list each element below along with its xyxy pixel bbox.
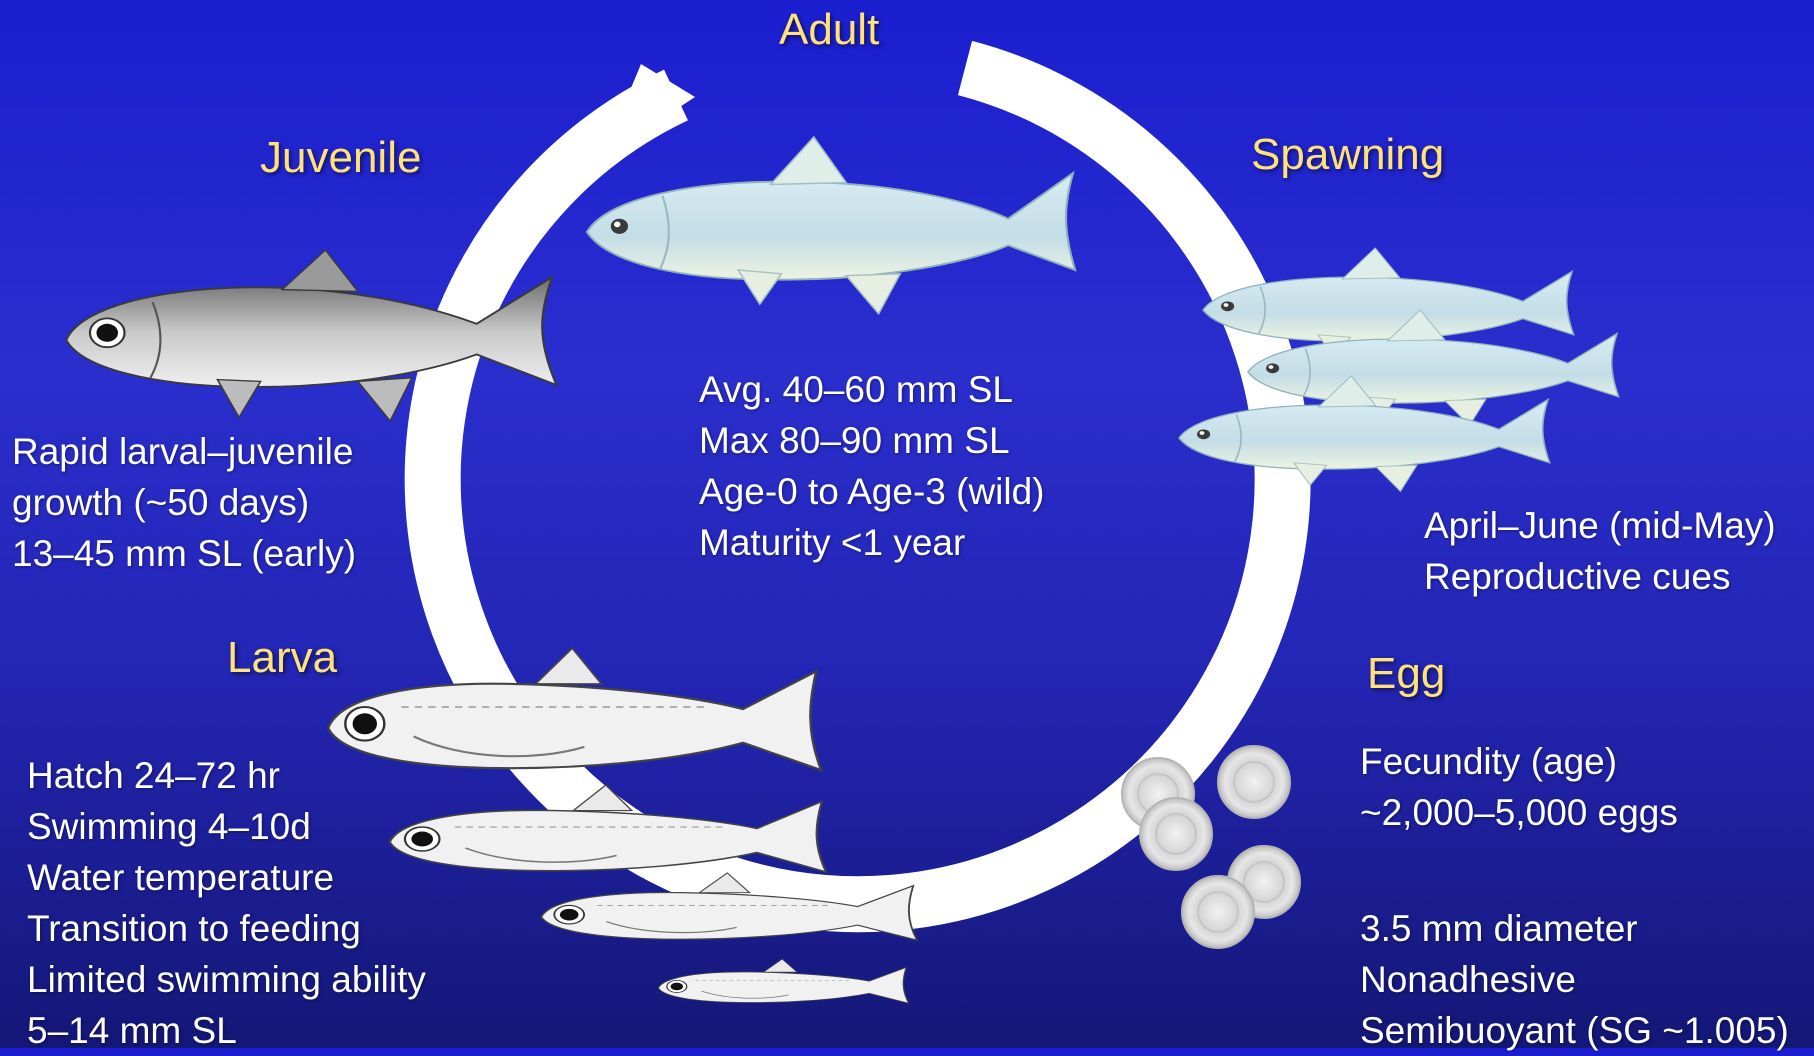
spawning-info-line: Reproductive cues bbox=[1424, 551, 1776, 602]
larva-info-line: Transition to feeding bbox=[27, 903, 426, 954]
egg-info-line: Fecundity (age) bbox=[1360, 736, 1789, 787]
adult-info: Avg. 40–60 mm SL Max 80–90 mm SL Age-0 t… bbox=[699, 364, 1045, 568]
adult-fish-icon bbox=[587, 137, 1075, 314]
larva-info-line: 5–14 mm SL bbox=[27, 1005, 426, 1056]
egg-info-line: ~2,000–5,000 eggs bbox=[1360, 787, 1789, 838]
egg-icon bbox=[1122, 746, 1300, 948]
larva-info: Hatch 24–72 hr Swimming 4–10d Water temp… bbox=[27, 750, 426, 1056]
juvenile-info-line: Rapid larval–juvenile bbox=[12, 426, 356, 477]
adult-title: Adult bbox=[779, 8, 879, 52]
egg-info-spacer bbox=[1360, 838, 1789, 903]
adult-info-line: Maturity <1 year bbox=[699, 517, 1045, 568]
adult-info-line: Avg. 40–60 mm SL bbox=[699, 364, 1045, 415]
adult-info-line: Max 80–90 mm SL bbox=[699, 415, 1045, 466]
larva-info-line: Swimming 4–10d bbox=[27, 801, 426, 852]
juvenile-title: Juvenile bbox=[260, 136, 421, 180]
larva-info-line: Limited swimming ability bbox=[27, 954, 426, 1005]
juvenile-info-line: growth (~50 days) bbox=[12, 477, 356, 528]
juvenile-info-line: 13–45 mm SL (early) bbox=[12, 528, 356, 579]
egg-info-line: 3.5 mm diameter bbox=[1360, 903, 1789, 954]
larva-info-line: Water temperature bbox=[27, 852, 426, 903]
egg-info: Fecundity (age) ~2,000–5,000 eggs 3.5 mm… bbox=[1360, 736, 1789, 1056]
adult-info-line: Age-0 to Age-3 (wild) bbox=[699, 466, 1045, 517]
spawning-info: April–June (mid-May) Reproductive cues bbox=[1424, 500, 1776, 602]
spawning-title: Spawning bbox=[1251, 133, 1444, 177]
egg-info-line: Semibuoyant (SG ~1.005) bbox=[1360, 1005, 1789, 1056]
larva-info-line: Hatch 24–72 hr bbox=[27, 750, 426, 801]
spawning-info-line: April–June (mid-May) bbox=[1424, 500, 1776, 551]
egg-title: Egg bbox=[1367, 652, 1445, 696]
juvenile-info: Rapid larval–juvenile growth (~50 days) … bbox=[12, 426, 356, 579]
larva-title: Larva bbox=[227, 636, 337, 680]
egg-info-line: Nonadhesive bbox=[1360, 954, 1789, 1005]
